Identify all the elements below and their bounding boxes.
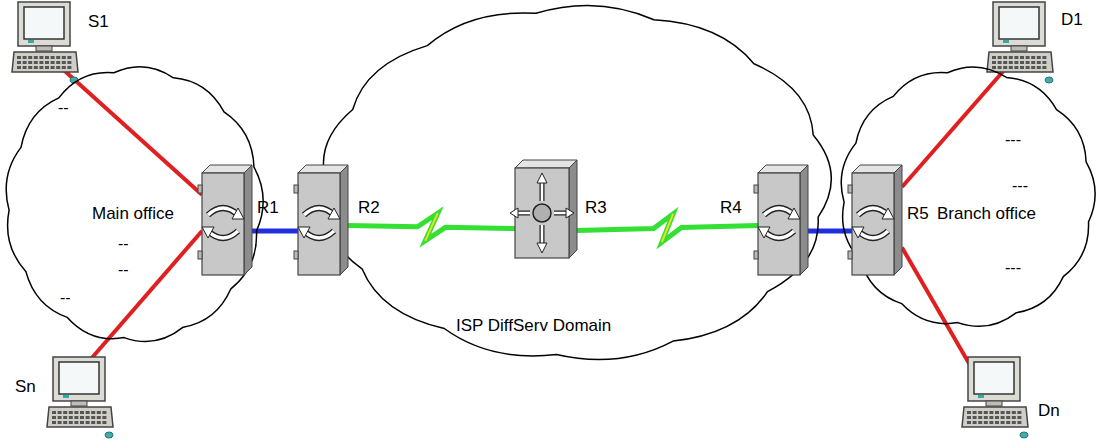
device-name: Sn — [15, 377, 36, 397]
network-cloud: Main office R1 — [0, 62, 268, 347]
router-icon — [298, 165, 348, 275]
pc-icon — [45, 355, 115, 440]
router: R5 — [852, 165, 902, 275]
area-name: Branch office — [937, 204, 1036, 224]
host-ellipsis: --- — [1005, 132, 1021, 148]
device-name: R3 — [585, 198, 607, 218]
host-ellipsis: -- — [60, 290, 71, 306]
host-ellipsis: --- — [1012, 178, 1028, 194]
device-name: R2 — [358, 198, 380, 218]
lan-link — [808, 231, 852, 232]
host-ellipsis: -- — [58, 100, 69, 116]
lan-link — [87, 231, 202, 364]
router: R1 — [202, 165, 252, 275]
core-icon — [515, 160, 577, 258]
wan-link — [577, 214, 758, 242]
device-name: D1 — [1061, 10, 1083, 30]
device-name: R1 — [257, 198, 279, 218]
router: R2 — [298, 165, 348, 275]
device-name: S1 — [88, 12, 109, 32]
area-name: Main office — [92, 204, 174, 224]
host-ellipsis: -- — [118, 262, 129, 278]
computer: Sn — [45, 355, 115, 440]
device-name: R5 — [907, 204, 929, 224]
router-icon — [202, 165, 252, 275]
computer: S1 — [10, 0, 80, 85]
host-ellipsis: --- — [1005, 260, 1021, 276]
network-cloud: ISP DiffServ Domain R2 R3 R4 — [320, 2, 832, 364]
computer: Dn — [960, 355, 1030, 440]
area-name: ISP DiffServ Domain — [456, 316, 611, 336]
router-icon — [852, 165, 902, 275]
router-icon — [758, 165, 808, 275]
network-cloud: Branch office R5 — [835, 62, 1100, 332]
pc-icon — [10, 0, 80, 85]
lan-link — [252, 231, 298, 232]
device-name: Dn — [1038, 401, 1060, 421]
router: R4 — [758, 165, 808, 275]
lan-link — [52, 60, 202, 195]
lan-link — [902, 248, 974, 373]
host-ellipsis: -- — [118, 236, 129, 252]
lan-link — [902, 68, 1006, 187]
router: R3 — [515, 160, 577, 258]
device-name: R4 — [720, 198, 742, 218]
wan-link — [348, 213, 515, 241]
pc-icon — [960, 355, 1030, 440]
